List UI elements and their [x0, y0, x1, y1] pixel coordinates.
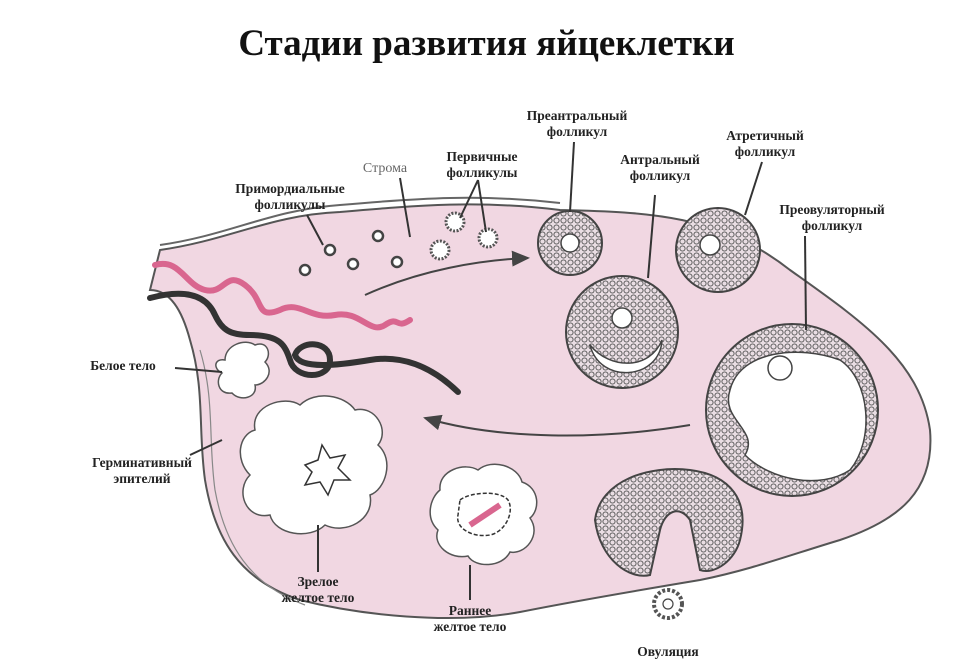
label-line: фолликулы [446, 165, 518, 180]
label-line: фолликул [801, 218, 863, 233]
leader-lines [174, 141, 807, 600]
label-line: фолликул [546, 124, 608, 139]
label-line: фолликулы [254, 197, 326, 212]
germinal-epithelium-line [199, 349, 306, 606]
early-corpus-luteum [429, 463, 538, 566]
atretic-follicle [675, 207, 761, 293]
label-primordial-follicles: Примордиальные фолликулы [235, 181, 344, 213]
label-early-corpus-luteum: Раннее желтое тело [434, 603, 507, 635]
label-line: Атретичный [726, 128, 804, 143]
dark-vessel [147, 290, 461, 395]
label-corpus-albicans: Белое тело [90, 358, 156, 373]
mesovarium-line [159, 196, 561, 246]
label-line: эпителий [113, 471, 171, 486]
pink-vessel [152, 260, 413, 331]
label-line: желтое тело [433, 619, 507, 634]
label-mature-corpus-luteum: Зрелое желтое тело [282, 574, 355, 606]
development-arrow [364, 250, 530, 296]
label-line: Первичные [446, 149, 518, 164]
label-atretic-follicle: Атретичный фолликул [726, 128, 804, 160]
label-germinal-epithelium: Герминативный эпителий [92, 455, 192, 487]
primordial-follicles [298, 229, 404, 277]
label-line: Герминативный [92, 455, 192, 470]
label-line: Зрелое [297, 574, 339, 589]
label-antral-follicle: Антральный фолликул [620, 152, 700, 184]
label-line: Раннее [448, 603, 492, 618]
label-line: фолликул [629, 168, 691, 183]
label-line: фолликул [734, 144, 796, 159]
regression-arrow [423, 414, 691, 437]
label-preovulatory-follicle: Преовуляторный фолликул [779, 202, 884, 234]
label-line: Примордиальные [235, 181, 345, 196]
diagram-title: Стадии развития яйцеклетки [238, 23, 735, 64]
label-primary-follicles: Первичные фолликулы [447, 149, 518, 181]
antral-follicle [565, 275, 679, 389]
label-ovulation: Овуляция [637, 644, 699, 659]
label-line: желтое тело [281, 590, 355, 605]
label-line: Преовуляторный [779, 202, 885, 217]
corpus-albicans [215, 341, 270, 399]
label-line: Антральный [620, 152, 700, 167]
preantral-follicle [537, 210, 603, 276]
preovulatory-follicle [705, 323, 879, 497]
label-line: Преантральный [526, 108, 628, 123]
label-stroma: Строма [362, 161, 408, 176]
mature-corpus-luteum [239, 395, 388, 535]
ruptured-follicle [593, 468, 744, 620]
label-preantral-follicle: Преантральный фолликул [527, 108, 628, 140]
